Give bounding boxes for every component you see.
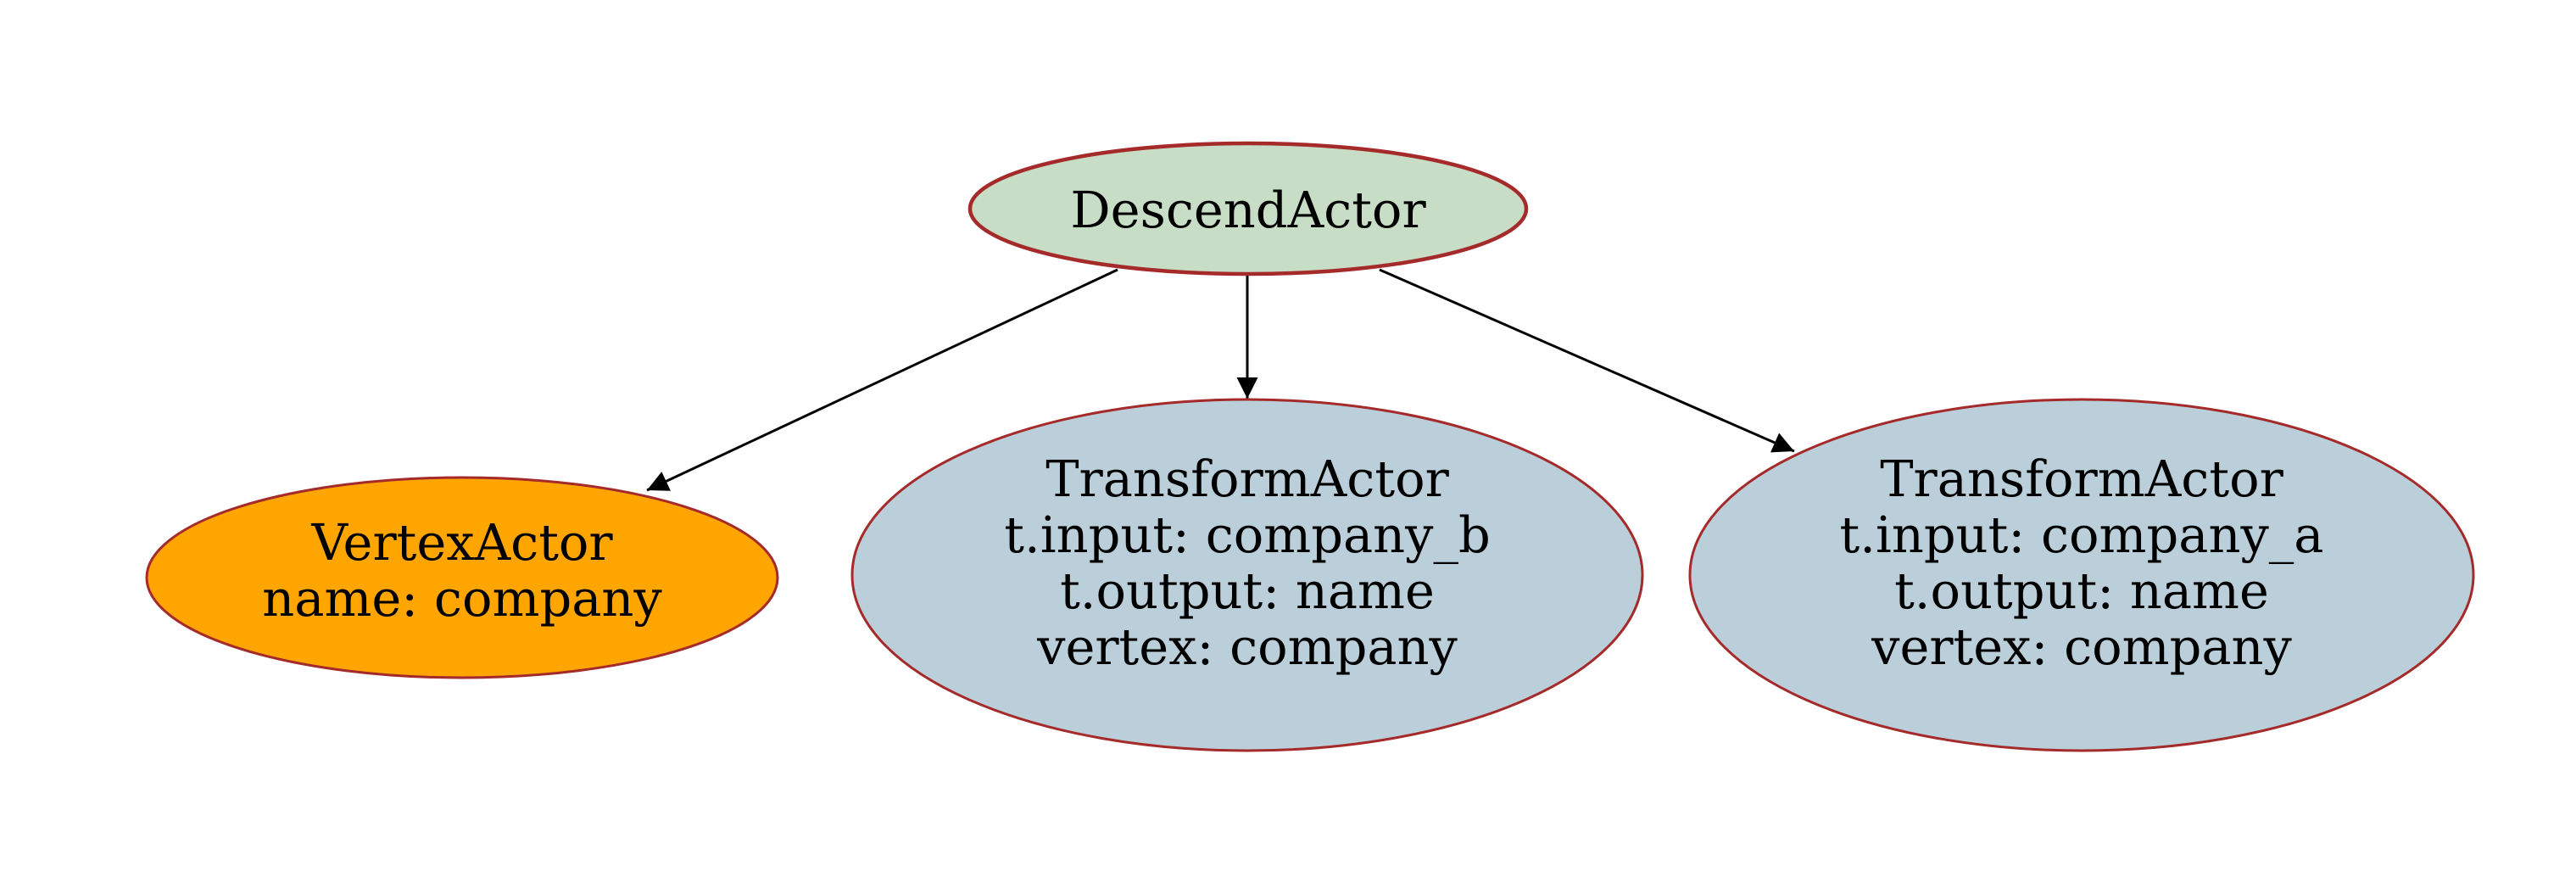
- node-transform-actor-a-label-line1: TransformActor: [1880, 450, 2283, 508]
- edge-descend-to-transform-a: [1379, 268, 1795, 453]
- node-vertex-actor-shape: [145, 476, 779, 679]
- edge-descend-to-vertex: [646, 268, 1118, 492]
- node-transform-actor-b-shape: [850, 398, 1644, 752]
- node-descend-actor-label: DescendActor: [1070, 181, 1426, 239]
- node-transform-actor-b-label-line3: t.output: name: [1060, 561, 1435, 620]
- node-vertex-actor: VertexActor name: company: [145, 476, 779, 679]
- node-transform-actor-a-shape: [1688, 398, 2475, 752]
- node-transform-actor-b-label-line2: t.input: company_b: [1004, 506, 1491, 564]
- node-descend-actor: DescendActor: [967, 141, 1529, 277]
- edge-group: [646, 268, 1795, 492]
- node-transform-actor-b-label-line4: vertex: company: [1036, 617, 1458, 676]
- node-transform-actor-a: TransformActor t.input: company_a t.outp…: [1688, 398, 2475, 752]
- node-transform-actor-b: TransformActor t.input: company_b t.outp…: [850, 398, 1644, 752]
- node-transform-actor-a-label-line4: vertex: company: [1871, 617, 2292, 676]
- node-transform-actor-a-label-line3: t.output: name: [1894, 561, 2269, 620]
- node-descend-actor-shape: [967, 141, 1529, 277]
- node-vertex-actor-label-line2: name: company: [262, 569, 662, 628]
- node-vertex-actor-label-line1: VertexActor: [310, 513, 613, 572]
- node-transform-actor-b-label-line1: TransformActor: [1045, 450, 1449, 508]
- node-transform-actor-a-label-line2: t.input: company_a: [1840, 506, 2324, 564]
